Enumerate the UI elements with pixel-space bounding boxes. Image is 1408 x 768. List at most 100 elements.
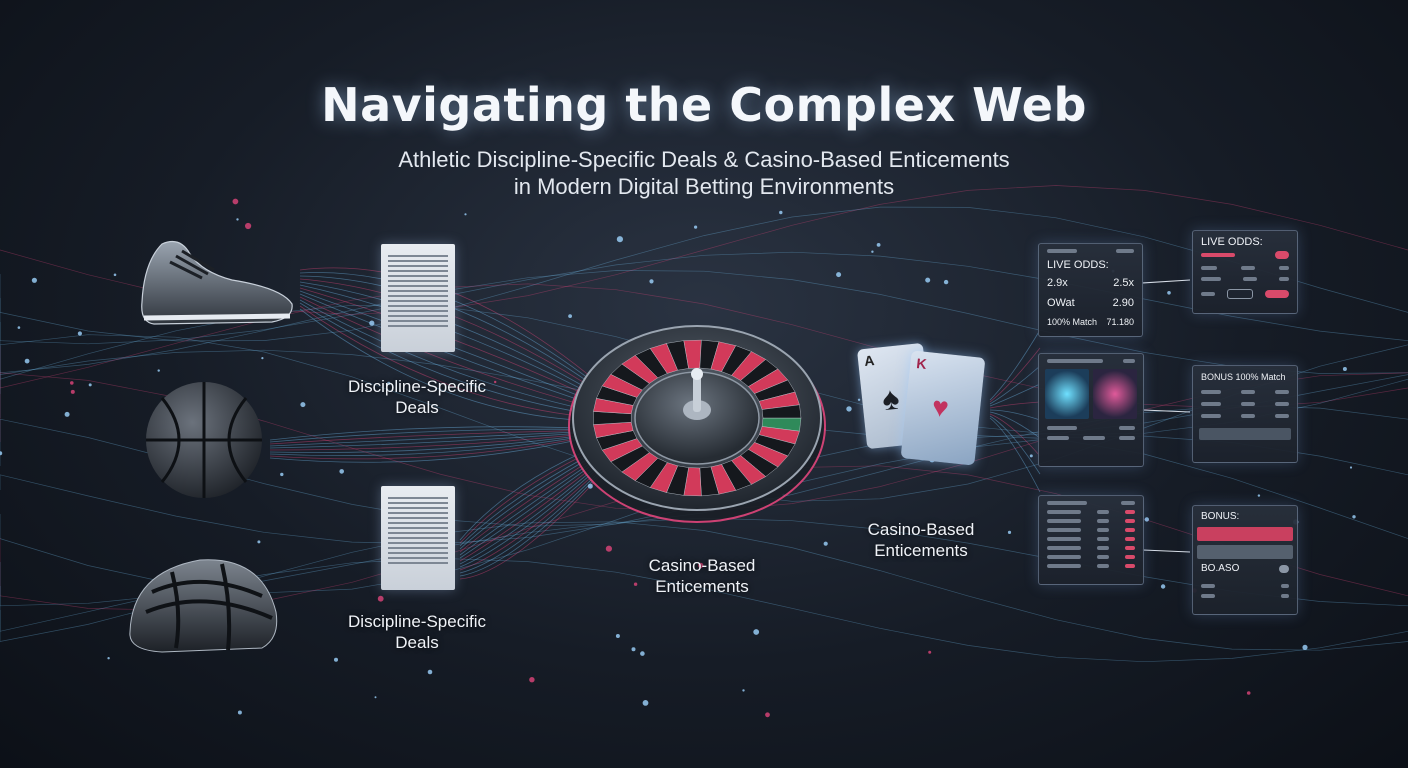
bonus-panel: BONUS: BO.ASO: [1192, 505, 1298, 615]
network-node: [846, 406, 852, 412]
network-node: [605, 545, 613, 552]
bonus-match-panel: BONUS 100% Match: [1192, 365, 1298, 463]
network-node: [633, 582, 638, 586]
panel-connector-arrow: [1141, 279, 1191, 284]
network-node: [836, 272, 842, 278]
network-node: [0, 451, 3, 456]
table-row[interactable]: [1039, 555, 1143, 559]
network-flow-line: [989, 347, 1041, 403]
network-node: [464, 213, 467, 216]
bonus-row[interactable]: [1197, 545, 1293, 559]
table-row[interactable]: [1039, 564, 1143, 568]
label-line: Casino-Based: [648, 556, 756, 575]
network-node: [1257, 494, 1261, 497]
network-node: [88, 383, 92, 387]
network-flow-line: [989, 329, 1041, 401]
network-node: [377, 595, 384, 602]
network-node: [1144, 517, 1150, 522]
network-node: [925, 277, 931, 283]
odds-table-panel: [1038, 495, 1144, 585]
table-row[interactable]: [1039, 510, 1143, 514]
network-flow-line: [989, 413, 1041, 457]
odds-row-left: 100% Match: [1047, 317, 1098, 327]
network-node: [77, 331, 82, 336]
bonus-toggle[interactable]: [1279, 564, 1289, 573]
network-flow-line: [989, 417, 1041, 493]
network-node: [871, 250, 874, 253]
network-node: [494, 380, 497, 384]
network-node: [642, 700, 649, 706]
network-flow-line: [989, 415, 1041, 475]
page-title: Navigating the Complex Web: [321, 78, 1087, 132]
network-node: [943, 279, 949, 285]
odds-small-bet-button[interactable]: [1265, 290, 1289, 298]
network-node: [339, 469, 345, 474]
network-node: [257, 540, 261, 544]
network-wave-line: [0, 206, 1408, 342]
odds-row-right: 2.90: [1112, 297, 1134, 309]
table-row[interactable]: [1039, 546, 1143, 550]
odds-row: 2.9x 2.5x: [1039, 277, 1142, 289]
network-node: [369, 320, 375, 326]
network-node: [1349, 466, 1353, 469]
network-flow-line: [989, 365, 1041, 405]
odds-row-left: 2.9x: [1047, 277, 1068, 289]
sneaker-icon: [141, 241, 293, 325]
table-row[interactable]: [1039, 519, 1143, 523]
network-node: [1246, 691, 1251, 695]
network-node: [640, 651, 645, 656]
network-node: [236, 218, 239, 221]
label-line: Discipline-Specific: [348, 377, 486, 396]
casino-games-panel: [1038, 353, 1144, 467]
network-node: [374, 696, 377, 699]
network-node: [24, 358, 30, 364]
network-node: [261, 357, 264, 360]
network-node: [157, 369, 160, 372]
network-node: [1342, 367, 1347, 371]
network-flow-line: [989, 409, 1041, 421]
odds-row-right: 71.180: [1106, 317, 1134, 327]
document-icon-bottom: [381, 486, 455, 590]
network-node: [1029, 454, 1033, 458]
network-node: [857, 398, 861, 401]
live-odds-panel: LIVE ODDS: 2.9x 2.5x OWat 2.90 100% Matc…: [1038, 243, 1143, 337]
page-subtitle-line-1: Athletic Discipline-Specific Deals & Cas…: [398, 147, 1010, 172]
page-subtitle-line-2: in Modern Digital Betting Environments: [513, 174, 895, 199]
bonus-highlight-row[interactable]: [1197, 527, 1293, 541]
network-node: [237, 710, 242, 715]
label-line: Enticements: [874, 541, 968, 560]
network-node: [427, 669, 433, 675]
network-node: [1352, 515, 1356, 519]
network-node: [232, 198, 239, 205]
network-node: [300, 402, 306, 408]
table-row[interactable]: [1039, 537, 1143, 541]
network-node: [107, 657, 110, 660]
odds-toggle[interactable]: [1275, 251, 1289, 259]
network-wave-line: [0, 283, 1408, 409]
network-node: [779, 210, 783, 215]
network-flow-line: [989, 411, 1041, 439]
helmet-icon: [129, 559, 278, 653]
network-node: [694, 225, 698, 229]
network-node: [387, 381, 391, 386]
network-node: [765, 712, 770, 718]
network-flow-line: [989, 383, 1041, 407]
odds-row-left: OWat: [1047, 297, 1075, 309]
label-line: Enticements: [655, 577, 749, 596]
odds-row: OWat 2.90: [1039, 297, 1142, 309]
spade-icon: ♠: [880, 379, 902, 418]
odds-small-button[interactable]: [1227, 289, 1253, 299]
game-thumbnail[interactable]: [1045, 369, 1089, 419]
network-node: [334, 657, 338, 662]
table-row[interactable]: [1039, 528, 1143, 532]
card-ace-rank: A: [863, 352, 876, 369]
network-node: [587, 483, 593, 489]
label-discipline-deals-top: Discipline-Specific Deals: [322, 376, 512, 418]
network-node: [876, 243, 881, 247]
network-node: [753, 629, 760, 635]
network-node: [70, 381, 74, 385]
network-wave-line: [0, 251, 1408, 345]
network-node: [70, 389, 75, 394]
game-thumbnail[interactable]: [1093, 369, 1137, 419]
label-casino-enticements-right: Casino-Based Enticements: [836, 519, 1006, 561]
